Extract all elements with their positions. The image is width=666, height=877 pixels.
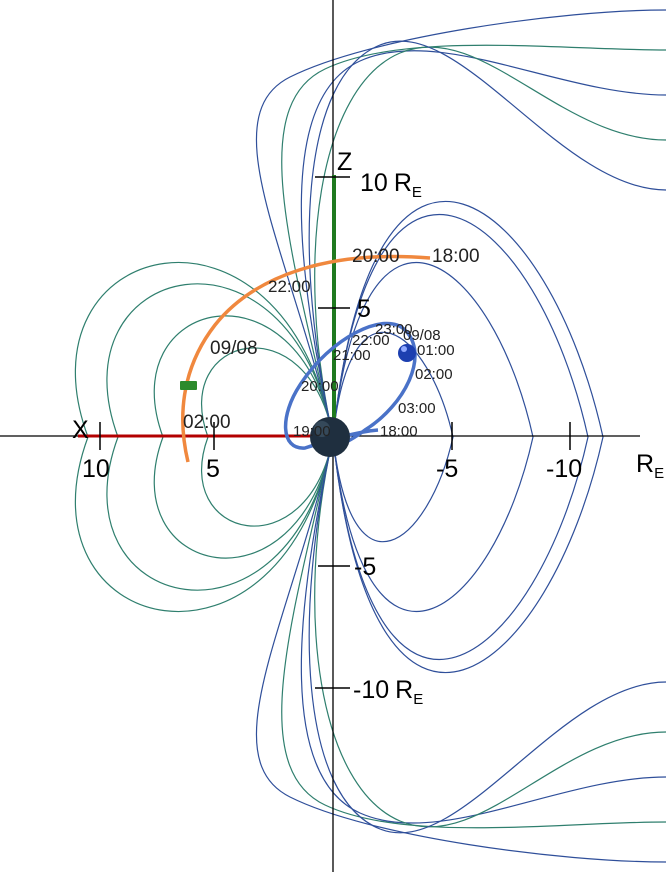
x-unit-main: R: [636, 450, 654, 478]
field-line-nightside: [332, 331, 454, 543]
satellite-blue-shine: [401, 346, 407, 352]
blue-time-0908: 09/08: [403, 327, 441, 344]
z-axis-name: Z: [337, 148, 352, 176]
x-tick-label-neg5: -5: [436, 455, 458, 483]
orbit-blue-path: [283, 321, 417, 450]
field-line-lobe: [300, 436, 666, 824]
field-lines: [74, 9, 666, 863]
blue-time-2000: 20:00: [301, 378, 339, 395]
field-line-nightside: [332, 201, 604, 673]
blue-time-0200: 02:00: [415, 366, 453, 383]
x-tick-label-neg10: -10: [546, 455, 582, 483]
z-tick-neg10-unit: R: [395, 676, 413, 704]
z-tick-10-unit-sub: E: [412, 184, 422, 201]
earth-highlight: [314, 421, 330, 437]
satellite-blue: [398, 344, 416, 362]
field-line-lobe: [255, 9, 666, 438]
field-line-nightside: [332, 262, 534, 612]
orange-time-0200: 02:00: [183, 412, 231, 433]
field-line-lobe: [255, 436, 666, 863]
x-unit-sub: E: [654, 465, 664, 482]
z-tick-10-unit: R: [394, 169, 412, 197]
orange-time-0908: 09/08: [210, 338, 258, 359]
field-line-lobe: [300, 50, 666, 438]
x-tick-label-5: 5: [206, 455, 220, 483]
blue-time-2300: 23:00: [375, 321, 413, 338]
z-tick-label-neg5: -5: [354, 553, 376, 581]
field-line-nightside: [332, 213, 589, 661]
blue-time-2100: 21:00: [333, 347, 371, 364]
blue-time-1800: 18:00: [380, 423, 418, 440]
x-unit-label: RE: [636, 450, 664, 482]
z-tick-label-5: 5: [357, 295, 371, 323]
x-axis-name: X: [72, 416, 89, 444]
blue-time-2200: 22:00: [352, 332, 390, 349]
blue-time-0100: 01:00: [417, 342, 455, 359]
z-tick-neg10-unit-sub: E: [413, 691, 423, 708]
orbit-orange-path: [181, 254, 431, 463]
field-line-lobe: [308, 436, 666, 834]
satellite-green: [180, 381, 197, 390]
orange-time-2000: 20:00: [352, 246, 400, 267]
field-line-lobe: [314, 46, 666, 438]
x-tick-label-10: 10: [82, 455, 110, 483]
z-tick-10-value: 10: [360, 169, 388, 197]
z-tick-neg10-value: -10: [353, 676, 389, 704]
field-line-lobe: [281, 44, 666, 438]
field-line-lobe: [314, 436, 666, 828]
orange-time-1800: 18:00: [432, 246, 480, 267]
blue-time-1900: 19:00: [293, 423, 331, 440]
field-line-lobe: [281, 436, 666, 829]
field-line-lobe: [308, 40, 666, 438]
blue-time-0300: 03:00: [398, 400, 436, 417]
orange-time-2200: 22:00: [268, 277, 311, 296]
